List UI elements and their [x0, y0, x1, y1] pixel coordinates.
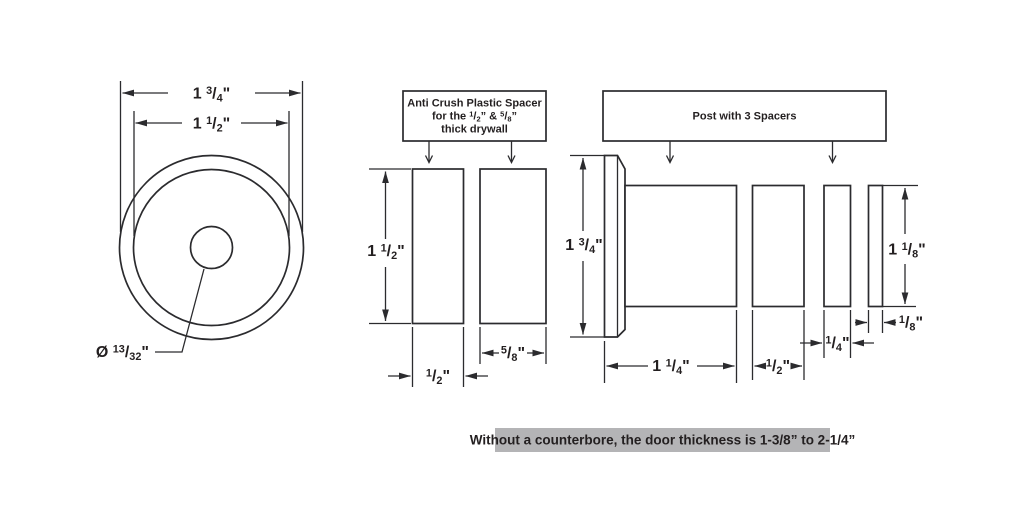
- callout-box: [602, 90, 887, 142]
- callout-line-2: for the 1/2” & 5/8”: [432, 110, 517, 124]
- spacer2-width-dim-label: 1/4": [825, 335, 849, 355]
- spacer3-rect: [867, 184, 884, 308]
- callout-box: [402, 90, 547, 142]
- half-inch-spacer-rect: [411, 168, 465, 325]
- arrowhead-icon: [828, 155, 837, 164]
- five-eighths-spacer-rect: [479, 168, 547, 325]
- note-bar: Without a counterbore, the door thicknes…: [470, 428, 855, 452]
- post-side-view: Post with 3 Spacers 1 3/4" 1 1/4" 1/2" 1…: [565, 90, 926, 383]
- arrowhead-icon: [507, 155, 516, 164]
- post-flange-outline: [603, 154, 626, 338]
- hole-diameter-dim-label: Ø 13/32": [96, 344, 149, 364]
- callout-line-3: thick drywall: [441, 124, 508, 136]
- spacer-diameter-dim-label: 1 1/8": [888, 241, 926, 261]
- front-view: 1 3/4" 1 1/2" Ø 13/32": [96, 81, 305, 364]
- post-length-dim-label: 1 1/4": [652, 358, 690, 378]
- spacer-side-view: Anti Crush Plastic Spacer for the 1/2” &…: [367, 90, 547, 388]
- arrowhead-icon: [665, 155, 675, 164]
- callout-line-1: Anti Crush Plastic Spacer: [407, 98, 542, 110]
- note-text: Without a counterbore, the door thicknes…: [470, 433, 855, 448]
- center-hole-circle: [189, 225, 234, 270]
- spacer2-rect: [823, 184, 852, 308]
- half-inch-width-dim-label: 1/2": [426, 368, 450, 388]
- spacer1-width-dim-label: 1/2": [766, 358, 790, 378]
- arrowhead-icon: [424, 155, 434, 164]
- outer-diameter-dim-label: 1 3/4": [193, 85, 231, 105]
- flange-diameter-dim-label: 1 3/4": [565, 237, 603, 257]
- bezel-diameter-dim-label: 1 1/2": [193, 115, 231, 135]
- spacer-height-dim-label: 1 1/2": [367, 243, 405, 263]
- leader-line: [155, 268, 205, 353]
- note-background: [495, 428, 830, 452]
- spacer3-width-dim-label: 1/8": [899, 314, 923, 334]
- spacer1-rect: [751, 184, 805, 308]
- five-eighths-width-dim-label: 5/8": [501, 345, 525, 365]
- post-callout-label: Post with 3 Spacers: [693, 111, 797, 123]
- post-body-rect: [624, 184, 738, 308]
